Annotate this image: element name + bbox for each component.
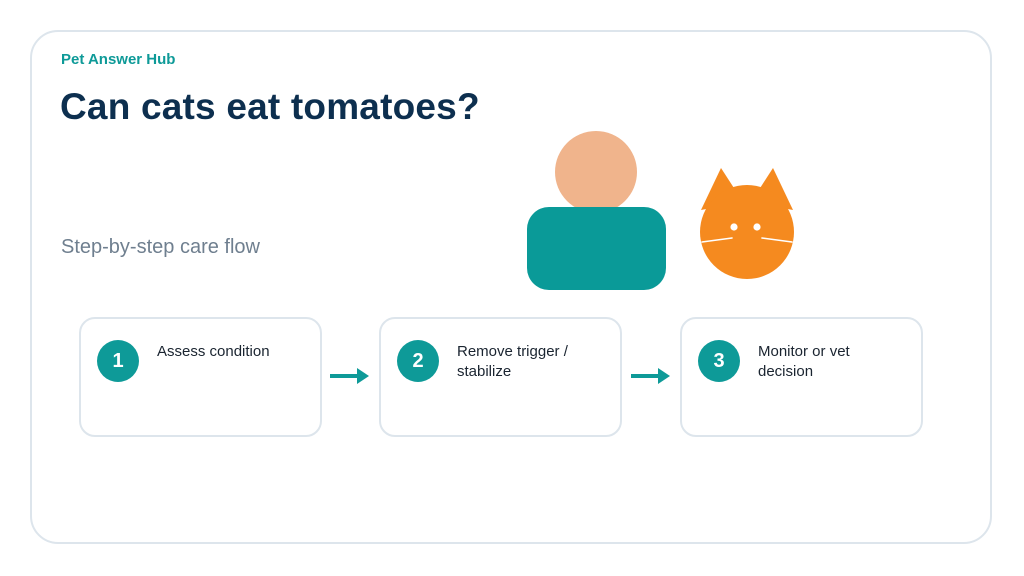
step-number-badge: 3 <box>698 340 740 382</box>
page-subtitle: Step-by-step care flow <box>61 236 260 258</box>
step-label: Remove trigger / stabilize <box>457 343 568 380</box>
arrow-right-icon <box>330 368 369 384</box>
step-label: Monitor or vet decision <box>758 343 850 380</box>
step-number-badge: 2 <box>397 340 439 382</box>
flow-step-1: 1 Assess condition <box>79 317 322 437</box>
content-card <box>30 30 992 544</box>
brand-label: Pet Answer Hub <box>61 51 176 68</box>
person-body <box>527 207 666 290</box>
step-label: Assess condition <box>157 343 270 360</box>
arrow-right-icon <box>631 368 670 384</box>
flow-step-2: 2 Remove trigger / stabilize <box>379 317 622 437</box>
step-number-badge: 1 <box>97 340 139 382</box>
page-title: Can cats eat tomatoes? <box>60 86 480 127</box>
cat-face-icon <box>700 168 794 279</box>
flow-step-3: 3 Monitor or vet decision <box>680 317 923 437</box>
person-head <box>555 131 637 213</box>
